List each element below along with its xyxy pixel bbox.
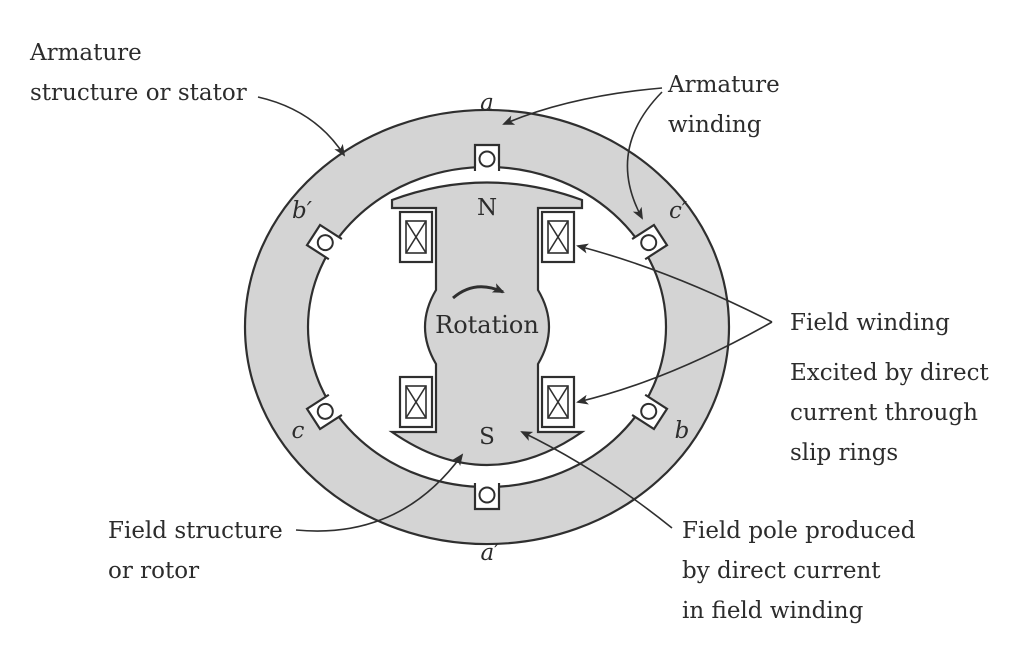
conductor-b-prime	[316, 234, 334, 252]
label-excited-line1: Excited by direct	[790, 360, 989, 386]
label-field-pole-line1: Field pole produced	[682, 518, 916, 544]
label-slot-c: c	[292, 418, 305, 444]
field-coil-top-left	[398, 210, 434, 264]
conductor-a-prime	[478, 486, 496, 504]
label-excited-line2: current through	[790, 400, 978, 426]
label-armature-winding-line2: winding	[668, 112, 762, 138]
label-pole-south: S	[479, 424, 495, 450]
leader-armature-winding-c	[626, 91, 663, 220]
label-field-winding: Field winding	[790, 310, 950, 336]
label-slot-b: b	[675, 418, 690, 444]
field-coil-bottom-left	[398, 375, 434, 429]
armature-slot-c	[305, 393, 343, 431]
label-slot-b-prime: b′	[292, 198, 313, 224]
conductor-b	[640, 402, 658, 420]
label-field-structure-line2: or rotor	[108, 558, 199, 584]
label-armature-winding-line1: Armature	[667, 72, 780, 98]
armature-slot-b-prime	[305, 223, 343, 261]
label-field-pole-line3: in field winding	[682, 598, 864, 624]
field-coil-bottom-right	[540, 375, 576, 429]
label-armature-structure-line2: structure or stator	[30, 80, 247, 106]
armature-slot-a	[473, 143, 501, 172]
leader-field-winding-bottom	[576, 321, 773, 405]
label-field-structure-line1: Field structure	[108, 518, 283, 544]
leader-field-structure	[295, 453, 464, 532]
conductor-a	[478, 150, 496, 168]
label-excited-line3: slip rings	[790, 440, 898, 466]
armature-slot-a-prime	[473, 482, 501, 511]
armature-slot-c-prime	[631, 223, 669, 261]
label-slot-a: a	[480, 90, 494, 116]
leader-armature-winding-a	[502, 87, 663, 125]
conductor-c-prime	[640, 234, 658, 252]
label-rotation: Rotation	[435, 311, 539, 339]
label-armature-structure-line1: Armature	[29, 40, 142, 66]
leader-armature-structure	[257, 96, 346, 157]
rotor-body	[388, 181, 586, 466]
armature-slots	[305, 143, 669, 511]
label-pole-north: N	[477, 195, 497, 221]
field-coil-top-right	[540, 210, 576, 264]
leader-lines	[257, 87, 773, 532]
labels: Armature structure or stator Armature wi…	[29, 40, 989, 624]
rotation-arrow	[452, 283, 505, 300]
leader-field-pole	[520, 431, 673, 529]
rotor	[388, 181, 586, 466]
leader-field-winding-top	[576, 243, 773, 323]
armature-slot-b	[631, 393, 669, 431]
label-field-pole-line2: by direct current	[682, 558, 881, 584]
conductor-c	[316, 402, 334, 420]
label-slot-c-prime: c′	[669, 198, 688, 224]
label-slot-a-prime: a′	[481, 540, 501, 566]
